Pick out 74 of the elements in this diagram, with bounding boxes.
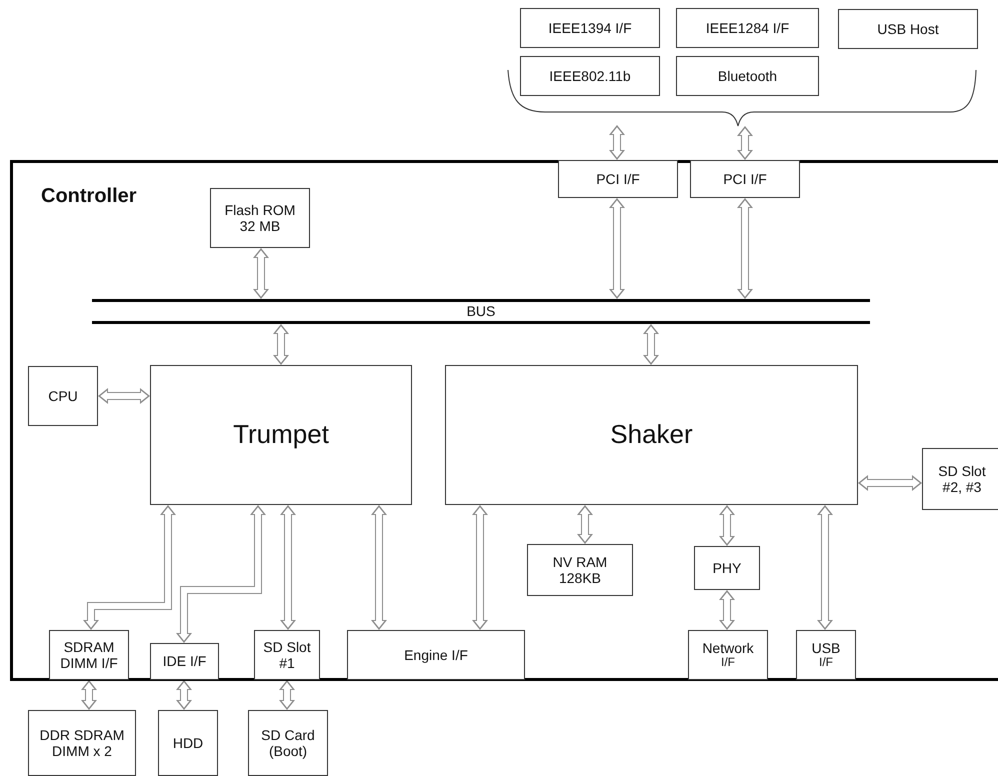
- box-label: SD Card (Boot): [260, 726, 316, 760]
- interface-box: [520, 8, 660, 48]
- double-arrow: [737, 126, 753, 160]
- box-label: IEEE1284 I/F: [706, 20, 790, 36]
- double-arrow: [81, 680, 97, 710]
- chip-name: Shaker: [610, 420, 693, 450]
- interface-box: [558, 160, 678, 198]
- double-arrow: [472, 505, 488, 630]
- chip-block: [445, 365, 858, 505]
- box-label: SDRAM DIMM I/F: [59, 638, 119, 672]
- box-label: USB Host: [877, 20, 939, 38]
- interface-box: [796, 630, 856, 680]
- double-arrow: [253, 248, 269, 299]
- box-label: IEEE1394 I/F: [548, 20, 632, 36]
- box-label: Bluetooth: [718, 68, 778, 84]
- double-arrow: [719, 505, 735, 546]
- slot-box: [922, 448, 998, 510]
- interface-box: [520, 56, 660, 96]
- drive-box: [158, 710, 218, 776]
- box-label: I/F: [721, 656, 735, 670]
- bus-bar: [92, 299, 870, 324]
- box-label: Flash ROM 32 MB: [224, 202, 296, 234]
- curly-brace: [507, 68, 978, 127]
- chip-block: [150, 365, 412, 505]
- double-arrow: [577, 505, 593, 544]
- box-label: SD Slot #2, #3: [937, 462, 987, 496]
- box-label: SD Slot #1: [262, 638, 312, 672]
- phy-box: [694, 546, 760, 590]
- box-label: CPU: [48, 388, 78, 404]
- double-arrow: [371, 505, 387, 630]
- interface-box: [150, 643, 219, 680]
- interface-box: [676, 8, 819, 48]
- double-arrow: [719, 590, 735, 630]
- box-label: PCI I/F: [723, 170, 767, 188]
- double-arrow: [817, 505, 833, 630]
- double-arrow: [737, 198, 753, 299]
- interface-box: [49, 630, 129, 680]
- frame-title: Controller: [41, 185, 137, 208]
- interface-box: [347, 630, 525, 680]
- double-arrow: [176, 680, 192, 710]
- interface-box: [676, 56, 819, 96]
- chip-name: Trumpet: [233, 420, 329, 450]
- box-label: IDE I/F: [162, 653, 206, 670]
- double-arrow: [98, 388, 150, 404]
- slot-box: [254, 630, 320, 680]
- interface-box: [690, 160, 800, 198]
- box-label: Network: [702, 640, 754, 656]
- cpu-box: [28, 366, 98, 426]
- interface-box: [688, 630, 768, 680]
- memory-box: [210, 188, 310, 248]
- double-arrow: [176, 505, 266, 643]
- box-label: PHY: [712, 560, 742, 576]
- memory-box: [527, 544, 633, 596]
- card-box: [248, 710, 328, 776]
- box-label: USB: [812, 640, 840, 656]
- box-label: PCI I/F: [596, 170, 640, 188]
- memory-box: [28, 710, 136, 776]
- double-arrow: [279, 680, 295, 710]
- double-arrow: [280, 505, 296, 630]
- double-arrow: [858, 475, 922, 491]
- double-arrow: [643, 324, 659, 365]
- interface-box: [838, 9, 978, 49]
- double-arrow: [609, 125, 625, 160]
- box-label: NV RAM 128KB: [552, 554, 608, 586]
- double-arrow: [83, 505, 176, 630]
- bus-label: BUS: [466, 303, 496, 320]
- box-label: Engine I/F: [404, 646, 468, 664]
- double-arrow: [609, 198, 625, 299]
- box-label: DDR SDRAM DIMM x 2: [38, 726, 126, 760]
- box-label: I/F: [819, 656, 833, 670]
- double-arrow: [273, 324, 289, 365]
- box-label: IEEE802.11b: [549, 68, 631, 84]
- box-label: HDD: [172, 734, 204, 752]
- controller-frame: [10, 160, 998, 681]
